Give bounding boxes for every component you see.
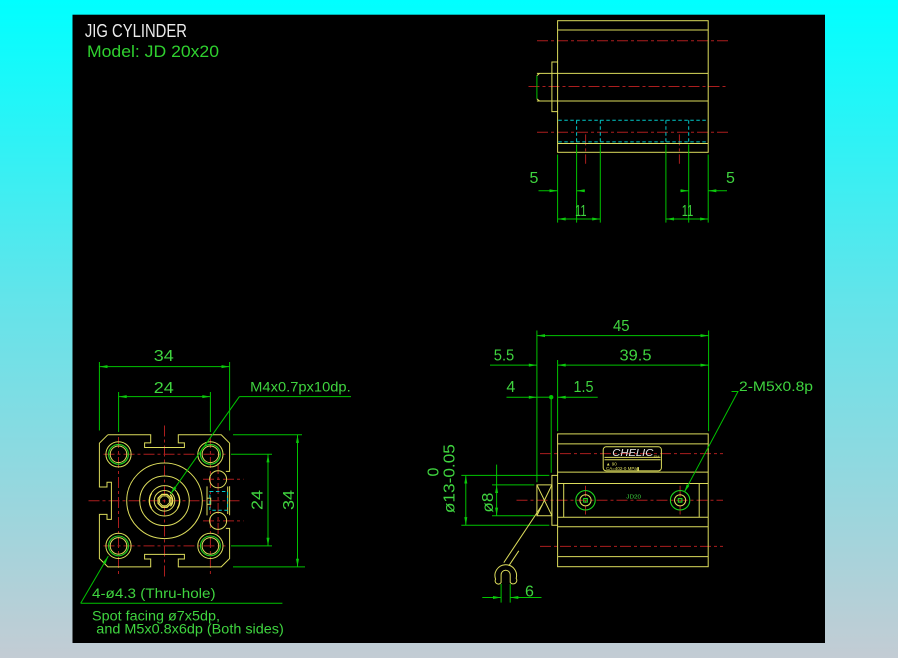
svg-text:Model: JD 20x20: Model: JD 20x20 — [87, 42, 219, 61]
svg-text:M4x0.7px10dp.: M4x0.7px10dp. — [250, 379, 351, 395]
svg-text:2-M5x0.8p: 2-M5x0.8p — [739, 378, 813, 394]
svg-text:CHELIC: CHELIC — [612, 447, 653, 459]
svg-text:6: 6 — [525, 584, 534, 601]
svg-text:JD20: JD20 — [626, 494, 641, 500]
svg-text:5: 5 — [726, 170, 735, 187]
svg-text:24: 24 — [250, 490, 267, 510]
svg-text:24: 24 — [154, 380, 174, 397]
svg-text:JIG CYLINDER: JIG CYLINDER — [85, 21, 187, 41]
svg-text:39.5: 39.5 — [620, 347, 652, 364]
svg-text:11: 11 — [575, 203, 587, 220]
svg-text:34: 34 — [154, 348, 174, 365]
svg-text:34: 34 — [281, 490, 298, 510]
svg-text:Spot facing ø7x5dp,: Spot facing ø7x5dp, — [92, 607, 220, 623]
svg-text:ø13-0.05: ø13-0.05 — [442, 444, 459, 513]
svg-text:CA=402-0 MPa▮: CA=402-0 MPa▮ — [606, 466, 640, 471]
svg-text:▲ 90: ▲ 90 — [606, 461, 617, 466]
svg-text:11: 11 — [682, 203, 694, 220]
svg-text:45: 45 — [613, 318, 630, 335]
svg-text:1.5: 1.5 — [574, 379, 594, 396]
svg-text:and M5x0.8x6dp (Both sides): and M5x0.8x6dp (Both sides) — [96, 621, 283, 637]
svg-text:4-ø4.3 (Thru-hole): 4-ø4.3 (Thru-hole) — [92, 585, 216, 601]
svg-text:5: 5 — [530, 170, 539, 187]
svg-text:SM: SM — [654, 454, 660, 459]
svg-text:5.5: 5.5 — [494, 347, 515, 364]
svg-text:4: 4 — [506, 379, 515, 396]
svg-text:0: 0 — [425, 467, 442, 476]
svg-text:ø8: ø8 — [480, 492, 497, 512]
